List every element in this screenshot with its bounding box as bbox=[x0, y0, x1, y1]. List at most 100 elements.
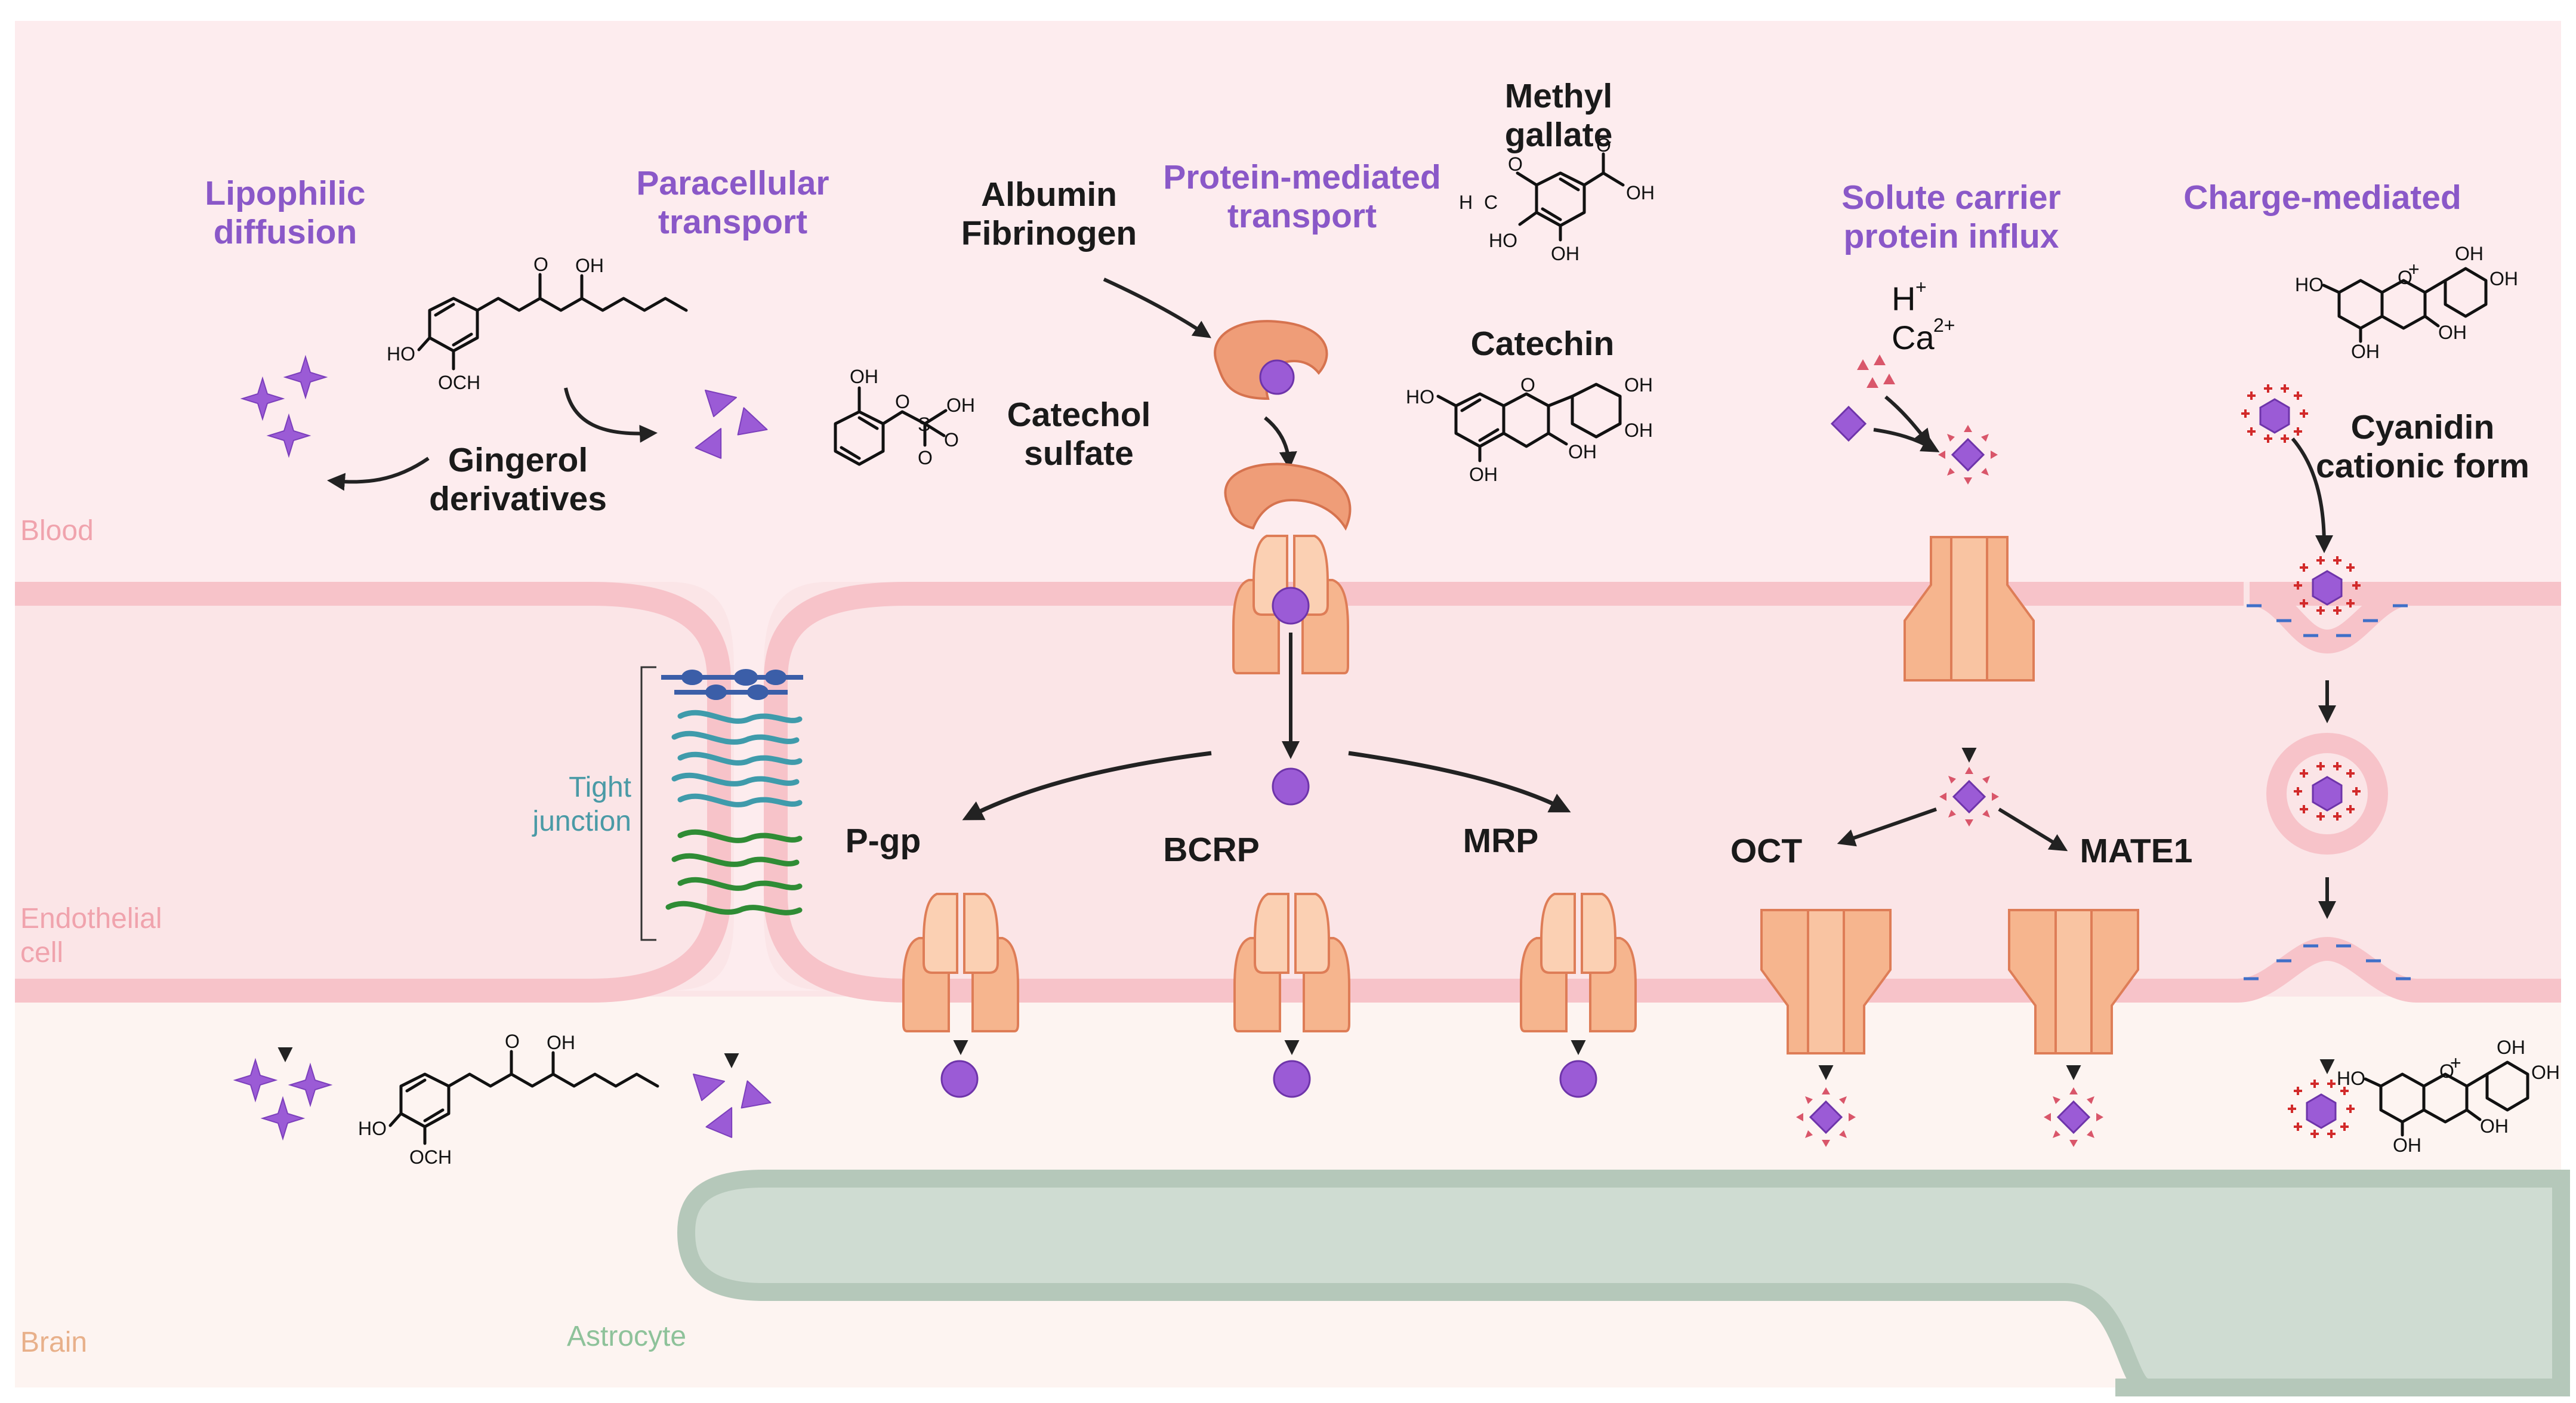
svg-text:OH: OH bbox=[946, 394, 975, 416]
svg-text:OCH: OCH bbox=[438, 372, 480, 393]
svg-text:O: O bbox=[505, 1031, 520, 1052]
svg-text:OH: OH bbox=[2393, 1134, 2421, 1156]
solute-arrow-mate1 bbox=[1998, 807, 2068, 852]
endocytic-vesicle bbox=[2266, 733, 2388, 855]
mrp-molecule bbox=[1559, 1060, 1597, 1098]
svg-text:OH: OH bbox=[2438, 322, 2467, 343]
membrane-negative-charges-bottom bbox=[2244, 944, 2411, 980]
svg-text:transport: transport bbox=[658, 203, 807, 241]
albumin-carrier bbox=[1214, 320, 1328, 400]
paracellular-cleft bbox=[668, 582, 829, 991]
svg-text:HO: HO bbox=[358, 1118, 387, 1139]
svg-text:OH: OH bbox=[1469, 464, 1498, 485]
svg-text:Ca: Ca bbox=[1892, 319, 1935, 356]
svg-text:O: O bbox=[2439, 1060, 2454, 1082]
svg-text:OCH: OCH bbox=[409, 1146, 452, 1168]
heading-lipophilic: Lipophilic diffusion bbox=[205, 174, 365, 251]
pgp-molecule bbox=[940, 1060, 979, 1098]
catechin-structure: O HO OH OH OH OH bbox=[1406, 374, 1653, 485]
svg-text:O: O bbox=[533, 254, 548, 275]
cyanidin-structure-blood: O + HO OH OH OH OH bbox=[2295, 243, 2518, 362]
svg-text:OH: OH bbox=[1626, 182, 1655, 203]
tight-junction-proteins bbox=[661, 669, 803, 915]
albumin-label: Albumin bbox=[981, 175, 1117, 214]
svg-text:OH: OH bbox=[1551, 243, 1579, 264]
heading-paracellular: Paracellular transport bbox=[636, 164, 829, 241]
heading-solute-carrier: Solute carrier protein influx bbox=[1841, 178, 2061, 255]
svg-text:O: O bbox=[1508, 153, 1523, 175]
membrane-negative-charges-top bbox=[2247, 604, 2408, 637]
svg-text:OH: OH bbox=[2531, 1062, 2560, 1083]
blood-compartment bbox=[15, 21, 2561, 618]
catechol-sulfate-structure: OH O S OH O O bbox=[834, 366, 975, 468]
svg-text:OH: OH bbox=[850, 366, 878, 387]
region-blood-label: Blood bbox=[20, 515, 94, 547]
gingerol-structure-blood: O OH HO OCH bbox=[387, 254, 688, 393]
solute-ion-arrow bbox=[1884, 395, 1932, 448]
svg-text:O: O bbox=[895, 391, 910, 412]
charge-approach-arrow bbox=[2291, 437, 2333, 553]
svg-text:OH: OH bbox=[2351, 341, 2380, 362]
gingerol-structure-brain: O OH HO OCH bbox=[358, 1031, 659, 1168]
heading-charge-mediated: Charge-mediated bbox=[2183, 178, 2461, 217]
svg-text:Lipophilic: Lipophilic bbox=[205, 174, 365, 212]
protein-released-molecule bbox=[1272, 767, 1310, 806]
svg-text:OH: OH bbox=[1624, 420, 1653, 441]
region-endothelial-label-2: cell bbox=[20, 937, 63, 969]
svg-text:OH: OH bbox=[1568, 441, 1597, 462]
svg-text:OH: OH bbox=[547, 1032, 575, 1053]
gingerol-arrow-right bbox=[564, 387, 658, 443]
region-brain-label: Brain bbox=[20, 1327, 87, 1358]
ion-labels: H + Ca 2+ bbox=[1892, 276, 1955, 356]
catechol-sulfate-label-2: sulfate bbox=[1024, 434, 1134, 473]
svg-text:O: O bbox=[1596, 134, 1611, 156]
protein-binding-arrow bbox=[1103, 277, 1211, 338]
bcrp-label: BCRP bbox=[1163, 831, 1260, 869]
cyanidin-label-1: Cyanidin bbox=[2351, 408, 2495, 446]
svg-text:O: O bbox=[944, 429, 959, 451]
apical-membrane-right bbox=[2248, 582, 2561, 654]
svg-text:O: O bbox=[1520, 374, 1535, 396]
svg-text:OH: OH bbox=[575, 255, 604, 276]
protein-to-receptor-arrow bbox=[1264, 416, 1297, 470]
svg-text:diffusion: diffusion bbox=[214, 213, 357, 251]
apical-membrane bbox=[15, 582, 731, 1003]
svg-text:OH: OH bbox=[2455, 243, 2484, 264]
heading-protein-mediated: Protein-mediated transport bbox=[1163, 158, 1441, 235]
svg-text:+: + bbox=[2450, 1052, 2461, 1074]
oct-label: OCT bbox=[1730, 832, 1803, 870]
svg-text:HO: HO bbox=[1489, 230, 1517, 251]
mate1-label: MATE1 bbox=[2080, 832, 2193, 870]
svg-text:Paracellular: Paracellular bbox=[636, 164, 829, 202]
svg-text:transport: transport bbox=[1227, 197, 1377, 235]
svg-text:OH: OH bbox=[1624, 374, 1653, 396]
catechin-label: Catechin bbox=[1471, 325, 1615, 363]
astrocyte-cell bbox=[677, 1170, 2570, 1396]
solute-molecule bbox=[1830, 405, 1867, 442]
svg-text:HO: HO bbox=[2337, 1068, 2365, 1089]
cyanidin-structure-brain: O + HO OH OH OH OH bbox=[2337, 1037, 2560, 1156]
efflux-arrow-mrp bbox=[1348, 751, 1571, 813]
mrp-label: MRP bbox=[1463, 822, 1539, 860]
gingerol-label-1: Gingerol bbox=[448, 441, 588, 479]
svg-text:OH: OH bbox=[2497, 1037, 2525, 1058]
tight-junction-label-1: Tight bbox=[569, 772, 631, 803]
svg-text:+: + bbox=[1915, 276, 1927, 298]
svg-text:HO: HO bbox=[2295, 274, 2324, 295]
fibrinogen-label: Fibrinogen bbox=[961, 214, 1137, 252]
gingerol-label-2: derivatives bbox=[429, 480, 607, 518]
svg-text:C: C bbox=[1484, 192, 1498, 213]
efflux-arrow-pgp bbox=[962, 751, 1212, 821]
solute-ions bbox=[1857, 354, 1895, 388]
svg-text:+: + bbox=[2408, 258, 2420, 280]
apical-membrane-bend bbox=[764, 582, 2561, 1003]
cyanidin-label-2: cationic form bbox=[2316, 447, 2529, 485]
bcrp-molecule bbox=[1273, 1060, 1311, 1098]
svg-text:Solute carrier: Solute carrier bbox=[1841, 178, 2061, 217]
region-astrocyte-label: Astrocyte bbox=[567, 1321, 686, 1352]
methyl-gallate-label-1: Methyl bbox=[1505, 77, 1613, 115]
catechol-sulfate-label-1: Catechol bbox=[1007, 396, 1151, 434]
svg-text:HO: HO bbox=[387, 343, 415, 365]
svg-text:O: O bbox=[2398, 267, 2413, 288]
